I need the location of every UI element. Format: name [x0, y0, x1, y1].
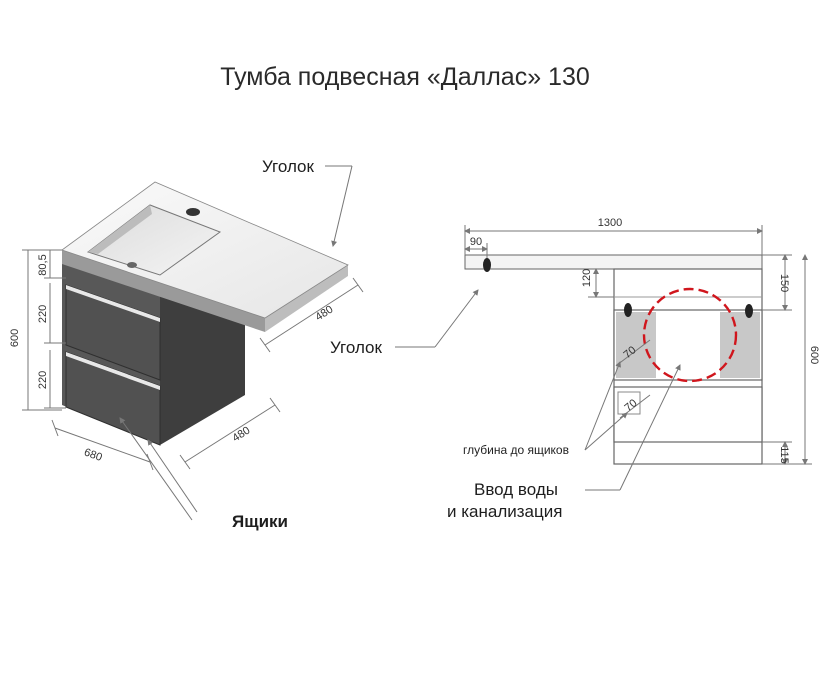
drain-hole	[127, 262, 137, 268]
label-corner-mid: Уголок	[330, 338, 383, 357]
dim-total-height-left: 600	[9, 329, 21, 347]
dim-top-to-opening: 120	[581, 269, 593, 287]
pipe-marker-2	[745, 304, 753, 318]
right-dimensions	[464, 225, 812, 465]
label-water-inlet-2: и канализация	[447, 502, 562, 521]
dim-total-width: 1300	[598, 217, 622, 229]
drawer-top-handle-gap	[66, 285, 160, 322]
countertop-edge	[62, 250, 265, 332]
dim-depth-body: 480	[230, 424, 252, 444]
dim-width-680: 680	[82, 446, 103, 464]
drawer-bottom	[65, 351, 161, 446]
dim-depth-top: 480	[313, 303, 335, 323]
pipe-marker-1	[624, 303, 632, 317]
countertop-bar	[464, 254, 763, 270]
right-callout-lines	[395, 289, 681, 491]
left-callout-lines	[119, 165, 353, 521]
cabinet-side	[160, 295, 245, 445]
drawer-top	[65, 284, 161, 381]
sink-inner-shadow	[88, 205, 152, 254]
dim-bottom-gap: 115	[778, 446, 790, 464]
page-title: Тумба подвесная «Даллас» 130	[220, 63, 590, 91]
label-water-inlet-1: Ввод воды	[474, 480, 558, 499]
pipe-marker-left	[483, 258, 491, 272]
dim-top-panel: 150	[778, 274, 790, 292]
label-drawer-depth: глубина до ящиков	[463, 443, 569, 457]
niche-right	[720, 312, 760, 378]
utility-entry-circle	[642, 287, 738, 383]
drawer-bottom-handle-gap	[66, 352, 160, 390]
dim-top-thickness: 80,5	[37, 254, 49, 275]
cabinet-3d-view	[61, 181, 349, 446]
countertop-side-edge	[265, 265, 348, 332]
countertop-surface	[61, 181, 349, 319]
label-corner-top: Уголок	[262, 157, 315, 176]
faucet-hole	[186, 208, 200, 216]
dim-drawer2-height: 220	[37, 371, 49, 389]
left-dimensions	[22, 249, 364, 471]
dim-offset-left: 90	[470, 236, 482, 248]
dim-drawer1-height: 220	[37, 305, 49, 323]
niche-left	[616, 312, 656, 378]
dim-total-height-right: 600	[808, 346, 820, 364]
cabinet-front-view	[464, 254, 763, 465]
label-drawers: Ящики	[232, 512, 288, 531]
